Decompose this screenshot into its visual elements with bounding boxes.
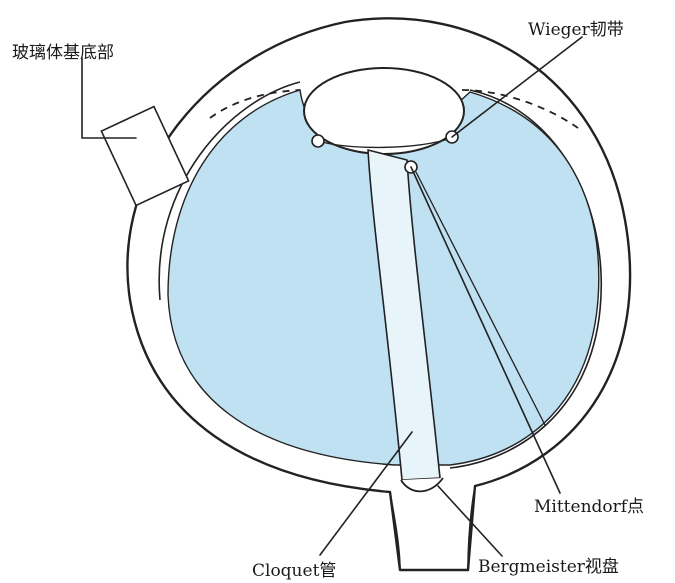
- label-bergmeister-papilla: Bergmeister视盘: [478, 557, 619, 577]
- label-wieger-ligament: Wieger韧带: [528, 20, 624, 40]
- label-mittendorf-dot: Mittendorf点: [534, 497, 644, 517]
- label-cloquet-canal: Cloquet管: [252, 561, 336, 581]
- label-vitreous-base: 玻璃体基底部: [12, 43, 114, 63]
- wieger-attachment-left: [312, 135, 324, 147]
